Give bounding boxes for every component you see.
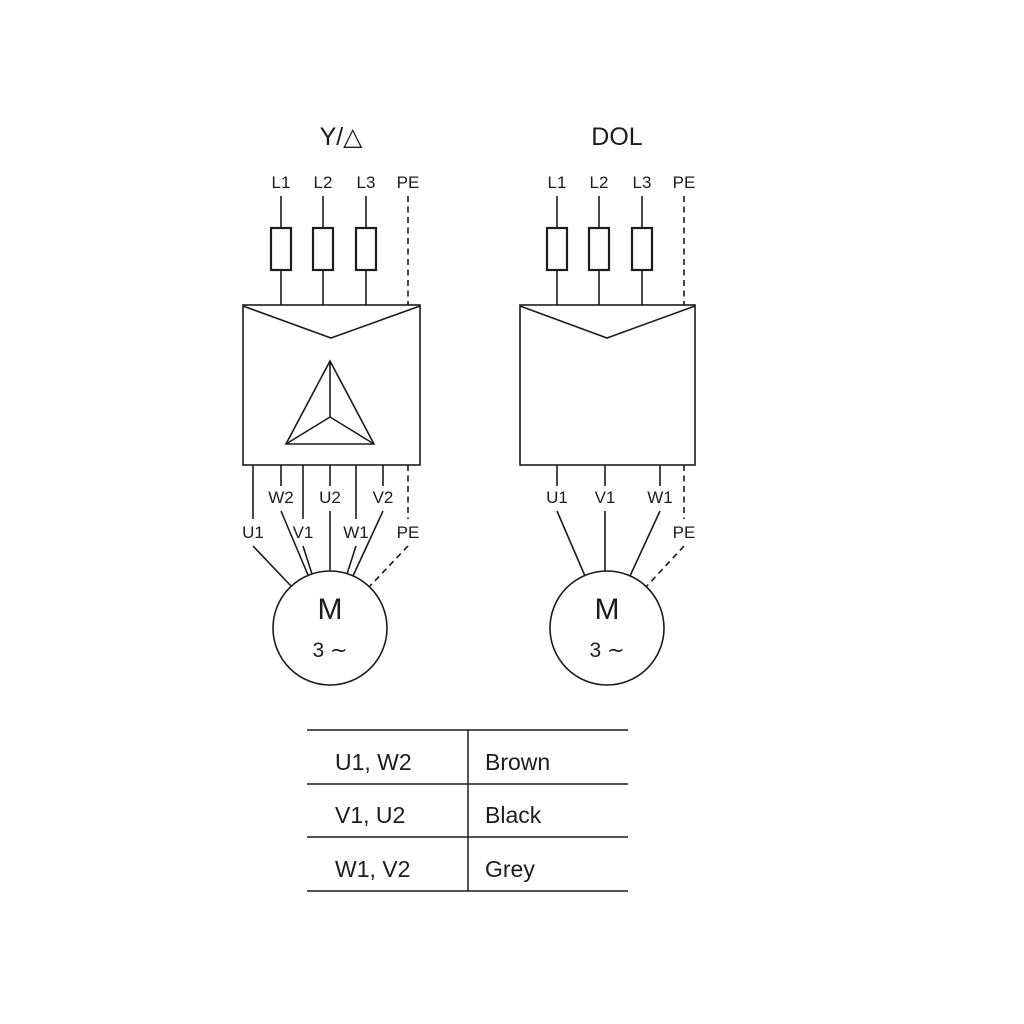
motor-letter: M: [318, 593, 343, 626]
motor-phase: 3 ∼: [589, 639, 624, 662]
v1-label: V1: [595, 488, 616, 507]
table-row: V1, U2 Black: [335, 802, 542, 828]
wire-color-table: U1, W2 Brown V1, U2 Black W1, V2 Grey: [307, 729, 628, 892]
l1-label: L1: [272, 173, 291, 192]
lead-v2: [352, 465, 384, 577]
lead-pe: [645, 465, 685, 588]
l3-label: L3: [633, 173, 652, 192]
terminals-cell: U1, W2: [335, 749, 412, 775]
dol-diagram: DOL L1 L2 L3 PE U1 V1 W1 PE M 3 ∼: [519, 123, 696, 686]
w2-label: W2: [268, 488, 294, 507]
delta-triangle: [284, 359, 376, 445]
u1-label: U1: [546, 488, 568, 507]
v1-label: V1: [293, 523, 314, 542]
fuse-l2: [311, 226, 335, 272]
star-delta-title: Y/△: [320, 123, 364, 151]
starter-box-flap: [242, 305, 421, 339]
starter-box-flap: [519, 305, 696, 339]
color-cell: Brown: [485, 749, 550, 775]
l1-label: L1: [548, 173, 567, 192]
lead-v1: [302, 465, 313, 575]
lead-w1: [629, 465, 661, 577]
lead-u1: [556, 465, 586, 577]
l2-label: L2: [314, 173, 333, 192]
color-cell: Black: [485, 802, 542, 828]
delta-inner-lines: [285, 361, 375, 445]
fuse-l2: [587, 226, 611, 272]
table-row: W1, V2 Grey: [335, 856, 535, 882]
lead-pe: [368, 465, 409, 588]
dol-title: DOL: [591, 123, 643, 151]
lead-u1: [252, 465, 292, 587]
fuse-l1: [545, 226, 569, 272]
color-cell: Grey: [485, 856, 535, 882]
motor-symbol: M 3 ∼: [549, 570, 665, 686]
lead-w2: [280, 465, 309, 576]
w1-label: W1: [647, 488, 673, 507]
motor-circle: [549, 570, 665, 686]
motor-letter: M: [595, 593, 620, 626]
star-delta-diagram: Y/△ L1 L2 L3 PE W2 U2 V2: [242, 123, 421, 686]
terminals-cell: V1, U2: [335, 802, 405, 828]
terminals-cell: W1, V2: [335, 856, 410, 882]
motor-phase: 3 ∼: [312, 639, 347, 662]
l3-label: L3: [357, 173, 376, 192]
starter-box: [519, 304, 696, 466]
u2-label: U2: [319, 488, 341, 507]
starter-box: [242, 304, 421, 466]
l2-label: L2: [590, 173, 609, 192]
fuse-l3: [630, 226, 654, 272]
fuse-l3: [354, 226, 378, 272]
pe-label-top: PE: [397, 173, 420, 192]
table-row: U1, W2 Brown: [335, 749, 550, 775]
fuse-l1: [269, 226, 293, 272]
motor-circle: [272, 570, 388, 686]
motor-symbol: M 3 ∼: [272, 570, 388, 686]
pe-label-bottom: PE: [673, 523, 696, 542]
v2-label: V2: [373, 488, 394, 507]
delta-symbol: [284, 359, 376, 445]
w1-label: W1: [343, 523, 369, 542]
lead-w1: [346, 465, 357, 575]
pe-label-top: PE: [673, 173, 696, 192]
u1-label: U1: [242, 523, 264, 542]
pe-label-bottom: PE: [397, 523, 420, 542]
